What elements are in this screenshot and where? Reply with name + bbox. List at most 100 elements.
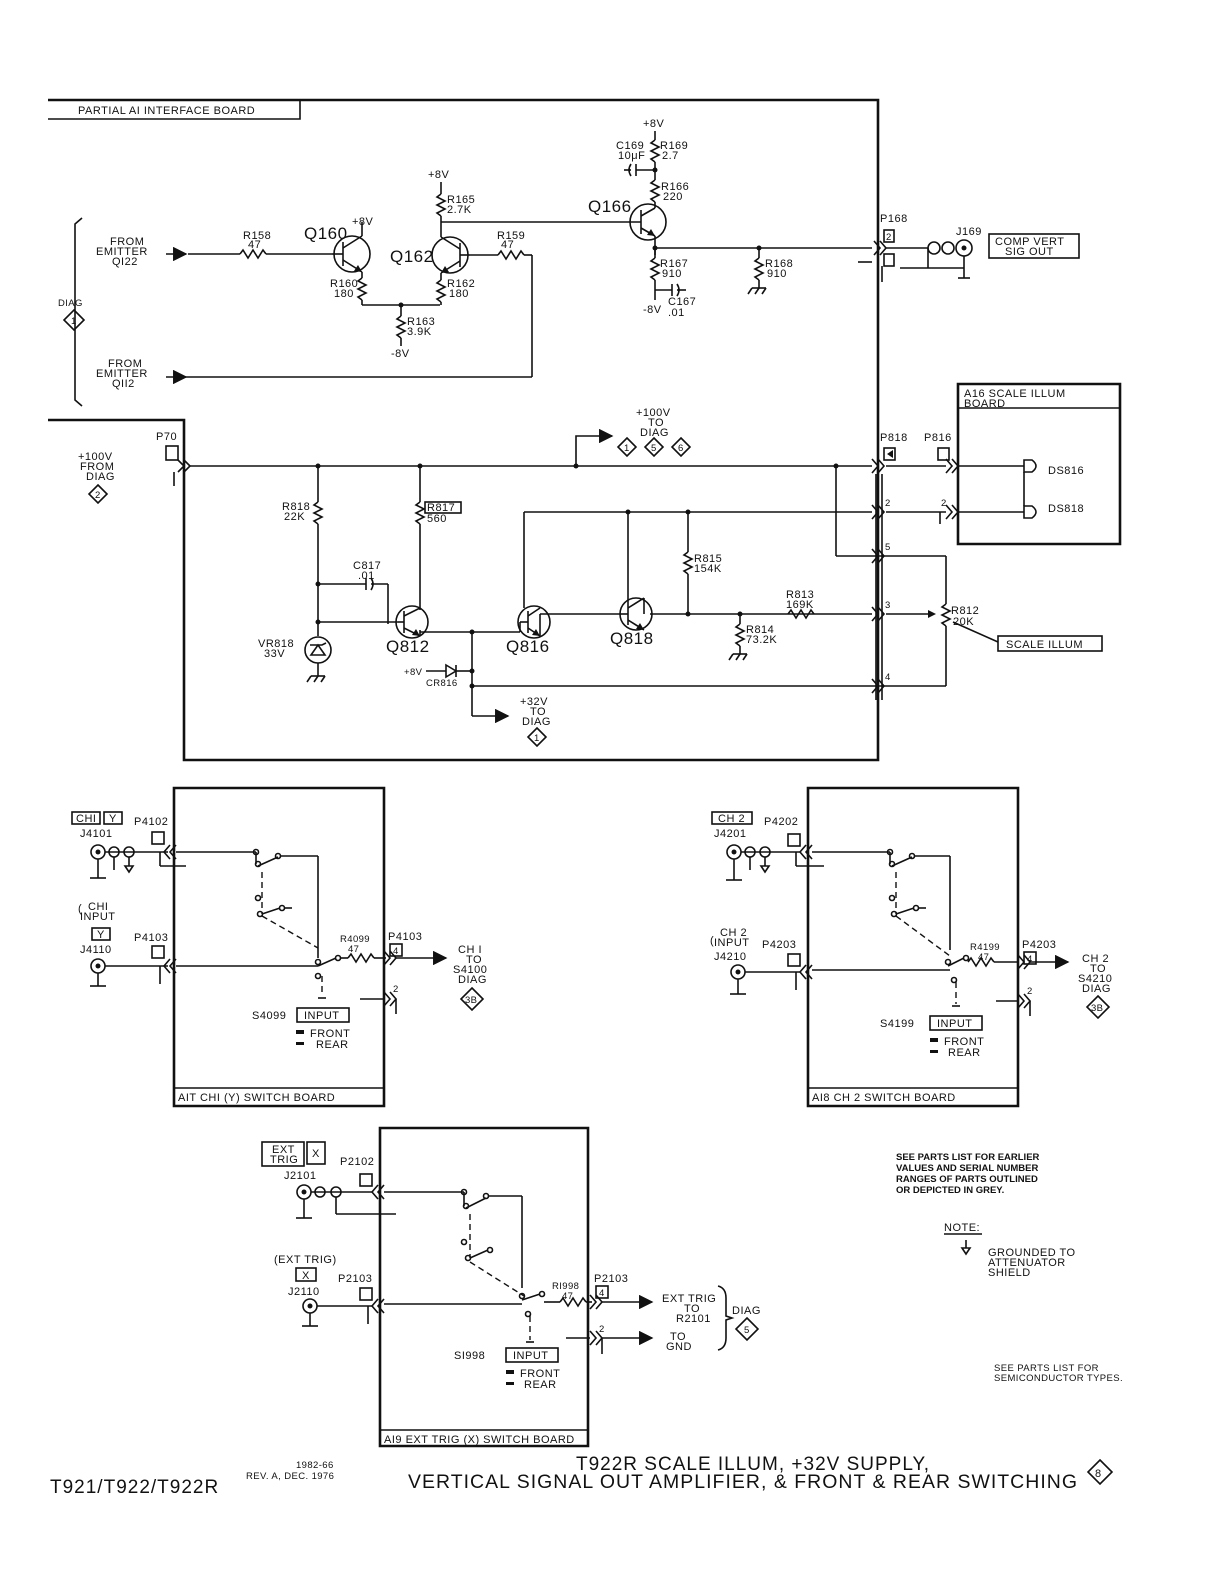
svg-text:4: 4 <box>885 672 891 683</box>
svg-text:R817: R817 <box>427 502 455 514</box>
svg-text:47: 47 <box>348 944 359 955</box>
svg-text:X: X <box>312 1148 320 1160</box>
svg-text:3B: 3B <box>1091 1003 1103 1014</box>
svg-text:+8V: +8V <box>352 216 374 228</box>
svg-text:3.9K: 3.9K <box>407 326 432 338</box>
svg-text:47: 47 <box>501 239 514 251</box>
svg-text:FROM: FROM <box>80 461 114 473</box>
svg-text:A16 SCALE ILLUM: A16 SCALE ILLUM <box>964 388 1066 400</box>
svg-text:AIT CHI (Y) SWITCH BOARD: AIT CHI (Y) SWITCH BOARD <box>178 1092 335 1104</box>
svg-text:Q166: Q166 <box>588 197 632 216</box>
svg-text:INPUT: INPUT <box>80 911 116 923</box>
svg-text:560: 560 <box>427 513 447 525</box>
svg-text:Y: Y <box>109 813 117 825</box>
svg-text:EMITTER: EMITTER <box>96 246 148 258</box>
diagram-number-diamond <box>1086 1458 1114 1486</box>
transistor-q812: Q812 <box>386 605 520 656</box>
a16-scale-illum-board: A16 SCALE ILLUM BOARD P816 2 DS816 DS818 <box>924 382 1122 546</box>
svg-text:R812: R812 <box>951 605 979 617</box>
svg-text:P4203: P4203 <box>762 939 796 951</box>
svg-text:SI998: SI998 <box>454 1350 485 1362</box>
svg-text:DIAG: DIAG <box>732 1305 761 1317</box>
svg-text:C169: C169 <box>616 140 644 152</box>
a1-interface-board: PARTIAL AI INTERFACE BOARD <box>48 98 880 762</box>
svg-text:4: 4 <box>393 946 399 957</box>
svg-text:TO: TO <box>670 1331 686 1343</box>
svg-text:J4101: J4101 <box>80 828 112 840</box>
svg-text:Y: Y <box>97 929 105 941</box>
transistor-q162: Q162 <box>390 222 470 280</box>
svg-text:R169: R169 <box>660 140 688 152</box>
svg-text:QII2: QII2 <box>112 378 135 390</box>
svg-text:REAR: REAR <box>524 1379 557 1391</box>
svg-text:FRONT: FRONT <box>310 1028 350 1040</box>
resistor-r163: R163 3.9K -8V <box>391 305 435 360</box>
svg-text:J169: J169 <box>956 226 982 238</box>
svg-text:1: 1 <box>534 733 540 744</box>
svg-text:+100V: +100V <box>78 451 113 463</box>
svg-text:47: 47 <box>978 952 989 963</box>
svg-text:X: X <box>302 1270 310 1282</box>
svg-text:1: 1 <box>624 443 630 454</box>
output-network: R167 910 C167 .01 -8V R168 910 <box>643 245 872 319</box>
svg-text:154K: 154K <box>694 563 722 575</box>
svg-text:INPUT: INPUT <box>304 1010 340 1022</box>
svg-text:CH 2: CH 2 <box>1082 953 1109 965</box>
svg-text:R2101: R2101 <box>676 1313 711 1325</box>
svg-text:Q816: Q816 <box>506 637 550 656</box>
svg-text:EXT: EXT <box>272 1144 295 1156</box>
svg-text:P70: P70 <box>156 431 177 443</box>
svg-text:Q818: Q818 <box>610 629 654 648</box>
transistor-q818: Q818 <box>610 512 872 648</box>
svg-text:R160: R160 <box>330 278 358 290</box>
svg-text:SHIELD: SHIELD <box>988 1267 1031 1279</box>
svg-text:2: 2 <box>599 1324 605 1335</box>
svg-text:R167: R167 <box>660 258 688 270</box>
svg-text:2: 2 <box>886 232 892 243</box>
svg-text:BOARD: BOARD <box>964 398 1006 410</box>
svg-text:2.7K: 2.7K <box>447 204 472 216</box>
svg-text:SCALE ILLUM: SCALE ILLUM <box>1006 639 1083 651</box>
svg-text:Q812: Q812 <box>386 637 430 656</box>
diag2-diamond <box>87 483 109 505</box>
svg-text:R162: R162 <box>447 278 475 290</box>
svg-text:R159: R159 <box>497 230 525 242</box>
svg-text:CH I: CH I <box>458 944 482 956</box>
svg-text:910: 910 <box>662 268 682 280</box>
svg-text:P4202: P4202 <box>764 816 798 828</box>
svg-text:2: 2 <box>95 490 101 501</box>
svg-text:+100V: +100V <box>636 407 671 419</box>
svg-text:+8V: +8V <box>428 169 450 181</box>
svg-text:QI22: QI22 <box>112 256 138 268</box>
svg-text:J4110: J4110 <box>80 944 112 956</box>
svg-text:5: 5 <box>885 542 891 553</box>
svg-text:Q160: Q160 <box>304 224 348 243</box>
svg-text:CR816: CR816 <box>426 678 458 689</box>
svg-text:.01: .01 <box>668 307 685 319</box>
svg-text:DIAG: DIAG <box>86 471 115 483</box>
svg-text:VALUES AND SERIAL NUMBER: VALUES AND SERIAL NUMBER <box>896 1163 1038 1174</box>
svg-text:910: 910 <box>767 268 787 280</box>
regulator-network: R818 22K R817 560 C817 .01 VR818 33V <box>258 466 462 683</box>
svg-text:DIAG: DIAG <box>458 974 487 986</box>
from-emitter-q112: FROM EMITTER QII2 <box>96 358 188 390</box>
svg-text:J4210: J4210 <box>714 951 746 963</box>
svg-text:47: 47 <box>248 239 261 251</box>
svg-text:180: 180 <box>449 288 469 300</box>
svg-text:10μF: 10μF <box>618 150 645 162</box>
svg-text:47: 47 <box>562 1291 573 1302</box>
svg-text:(: ( <box>78 903 82 915</box>
svg-text:FROM: FROM <box>108 358 142 370</box>
svg-text:TO: TO <box>466 954 482 966</box>
resistor-r158: R158 47 <box>188 230 332 260</box>
svg-text:SEE PARTS LIST FOR: SEE PARTS LIST FOR <box>994 1363 1099 1374</box>
revision-date: REV. A, DEC. 1976 <box>246 1471 334 1482</box>
svg-text:R818: R818 <box>282 501 310 513</box>
transistor-q166: Q166 <box>588 197 667 255</box>
resistor-r166: R166 220 <box>649 179 689 208</box>
svg-text:AI8 CH 2 SWITCH BOARD: AI8 CH 2 SWITCH BOARD <box>812 1092 956 1104</box>
svg-text:P2103: P2103 <box>338 1273 372 1285</box>
svg-text:S4199: S4199 <box>880 1018 914 1030</box>
document-number: 1982-66 <box>296 1460 334 1471</box>
bus-plus-100v: P70 +100V FROM DIAG 2 +100V TO DIAG 1 5 … <box>78 407 872 505</box>
